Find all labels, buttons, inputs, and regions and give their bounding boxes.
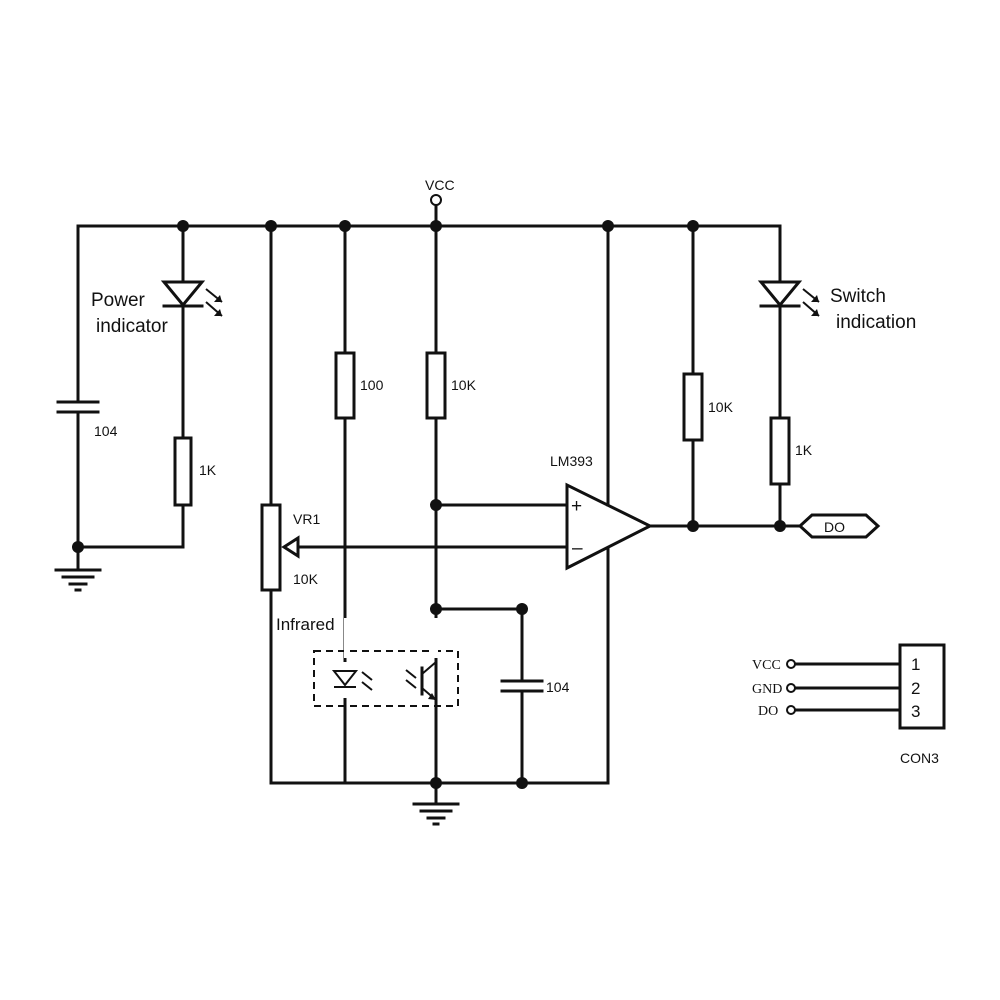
led-icon: [160, 280, 223, 317]
connector-pin-signal: VCC: [752, 658, 781, 673]
resistor-icon: [425, 351, 447, 420]
vr1-label: VR1: [293, 511, 320, 527]
potentiometer-icon: [260, 503, 300, 592]
resistor-icon: [173, 436, 193, 507]
junction-dots: [72, 220, 786, 789]
infrared-label: Infrared: [276, 615, 335, 634]
resistor-10k-right-value: 10K: [708, 399, 734, 415]
connector-pin-number: 2: [911, 679, 920, 698]
sensor-branch: [434, 224, 569, 785]
connector-pin-signal: DO: [758, 704, 778, 719]
connector-pin-number: 3: [911, 702, 920, 721]
resistor-icon: [682, 372, 704, 442]
resistor-10k-value: 10K: [451, 377, 477, 393]
do-port-label: DO: [824, 519, 845, 535]
connector-con3: [786, 643, 946, 730]
capacitor-mid-value: 104: [546, 679, 570, 695]
connector-pin-signal: GND: [752, 682, 782, 697]
capacitor-left-value: 104: [94, 423, 118, 439]
ground-icon: [54, 568, 102, 592]
do-port: [797, 513, 881, 539]
resistor-icon: [334, 351, 356, 420]
left-capacitor-branch: [56, 224, 185, 570]
phototransistor-icon: [405, 661, 437, 701]
resistor-icon: [769, 416, 791, 486]
led-icon: [331, 670, 373, 691]
switch-indication-label: Switch: [830, 286, 886, 307]
ground-icon: [412, 802, 460, 826]
connector-pin-number: 1: [911, 655, 920, 674]
vr1-value: 10K: [293, 571, 319, 587]
power-indicator-label: Power: [91, 290, 146, 311]
infrared-pair-box: [313, 650, 459, 707]
resistor-100-value: 100: [360, 377, 384, 393]
resistor-switch-value: 1K: [795, 442, 813, 458]
comparator-label: LM393: [550, 453, 593, 469]
led-icon: [757, 280, 820, 317]
comparator-minus-sign: –: [572, 538, 583, 559]
comparator-plus-sign: +: [571, 496, 582, 517]
switch-indication-label-2: indication: [836, 312, 916, 333]
connector-name: CON3: [900, 750, 939, 766]
vcc-label: VCC: [425, 177, 455, 193]
power-indicator-label-2: indicator: [96, 316, 168, 337]
resistor-power-value: 1K: [199, 462, 217, 478]
capacitor-icon: [500, 607, 544, 785]
